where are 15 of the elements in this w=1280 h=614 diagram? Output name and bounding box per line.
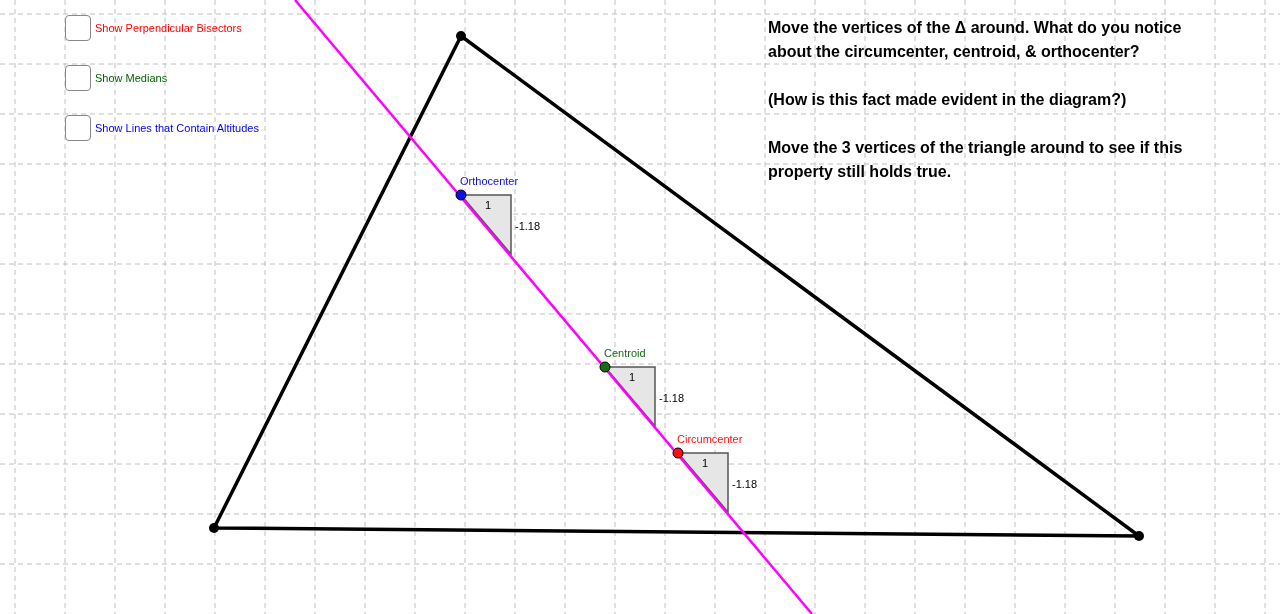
slope-rise-label: -1.18: [515, 220, 541, 233]
instruction-text: Move the vertices of the Δ around. What do you notice about the circumcenter, centroid, & orthocenter?: [768, 18, 1183, 62]
slope-rise-label: -1.18: [732, 478, 758, 491]
point-label: Circumcenter: [677, 433, 743, 446]
point-label: Centroid: [604, 347, 646, 360]
instruction-text: Move the 3 vertices of the triangle around to see if this property still holds true.: [768, 138, 1184, 182]
checkbox-label: Show Medians: [95, 72, 168, 85]
instruction-text: (How is this fact made evident in the diagram?): [768, 90, 1128, 110]
point-label: Orthocenter: [460, 175, 519, 188]
checkbox-label: Show Perpendicular Bisectors: [95, 22, 242, 35]
slope-run-label: 1: [629, 371, 636, 384]
slope-run-label: 1: [485, 199, 492, 212]
slope-rise-label: -1.18: [659, 392, 685, 405]
slope-run-label: 1: [702, 457, 709, 470]
checkbox-label: Show Lines that Contain Altitudes: [95, 122, 259, 135]
